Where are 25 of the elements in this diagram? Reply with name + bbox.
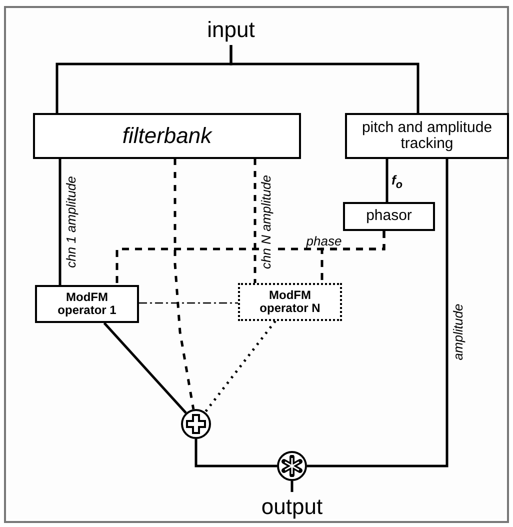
connector [230,45,420,113]
connector [103,322,187,414]
dashed-connector [139,302,238,304]
edge-label: f$_{o}$ [390,173,404,191]
phasor-box: phasor [343,202,435,231]
edge-label: chn 1 amplitude [64,175,78,269]
tracking-box: pitch and amplitude tracking [345,113,509,159]
edge-label: chn N amplitude [260,174,272,270]
dashed-connector [204,320,276,413]
dashed-connector [254,159,256,283]
filterbank-box: filterbank [33,113,301,159]
dashed-connector [320,231,386,283]
connector [386,159,388,202]
connector [58,159,62,285]
connector [307,159,448,468]
operator-box: ModFM operator 1 [35,285,139,323]
operator-box: ModFM operator N [238,283,342,321]
dashed-connector [174,159,195,410]
edge-label: phase [305,234,343,248]
connector [290,481,294,492]
circle-junction [181,409,211,439]
input-label: input [202,16,260,45]
connector [194,439,277,468]
output-label: output [258,492,326,522]
edge-label: amplitude [452,302,464,362]
